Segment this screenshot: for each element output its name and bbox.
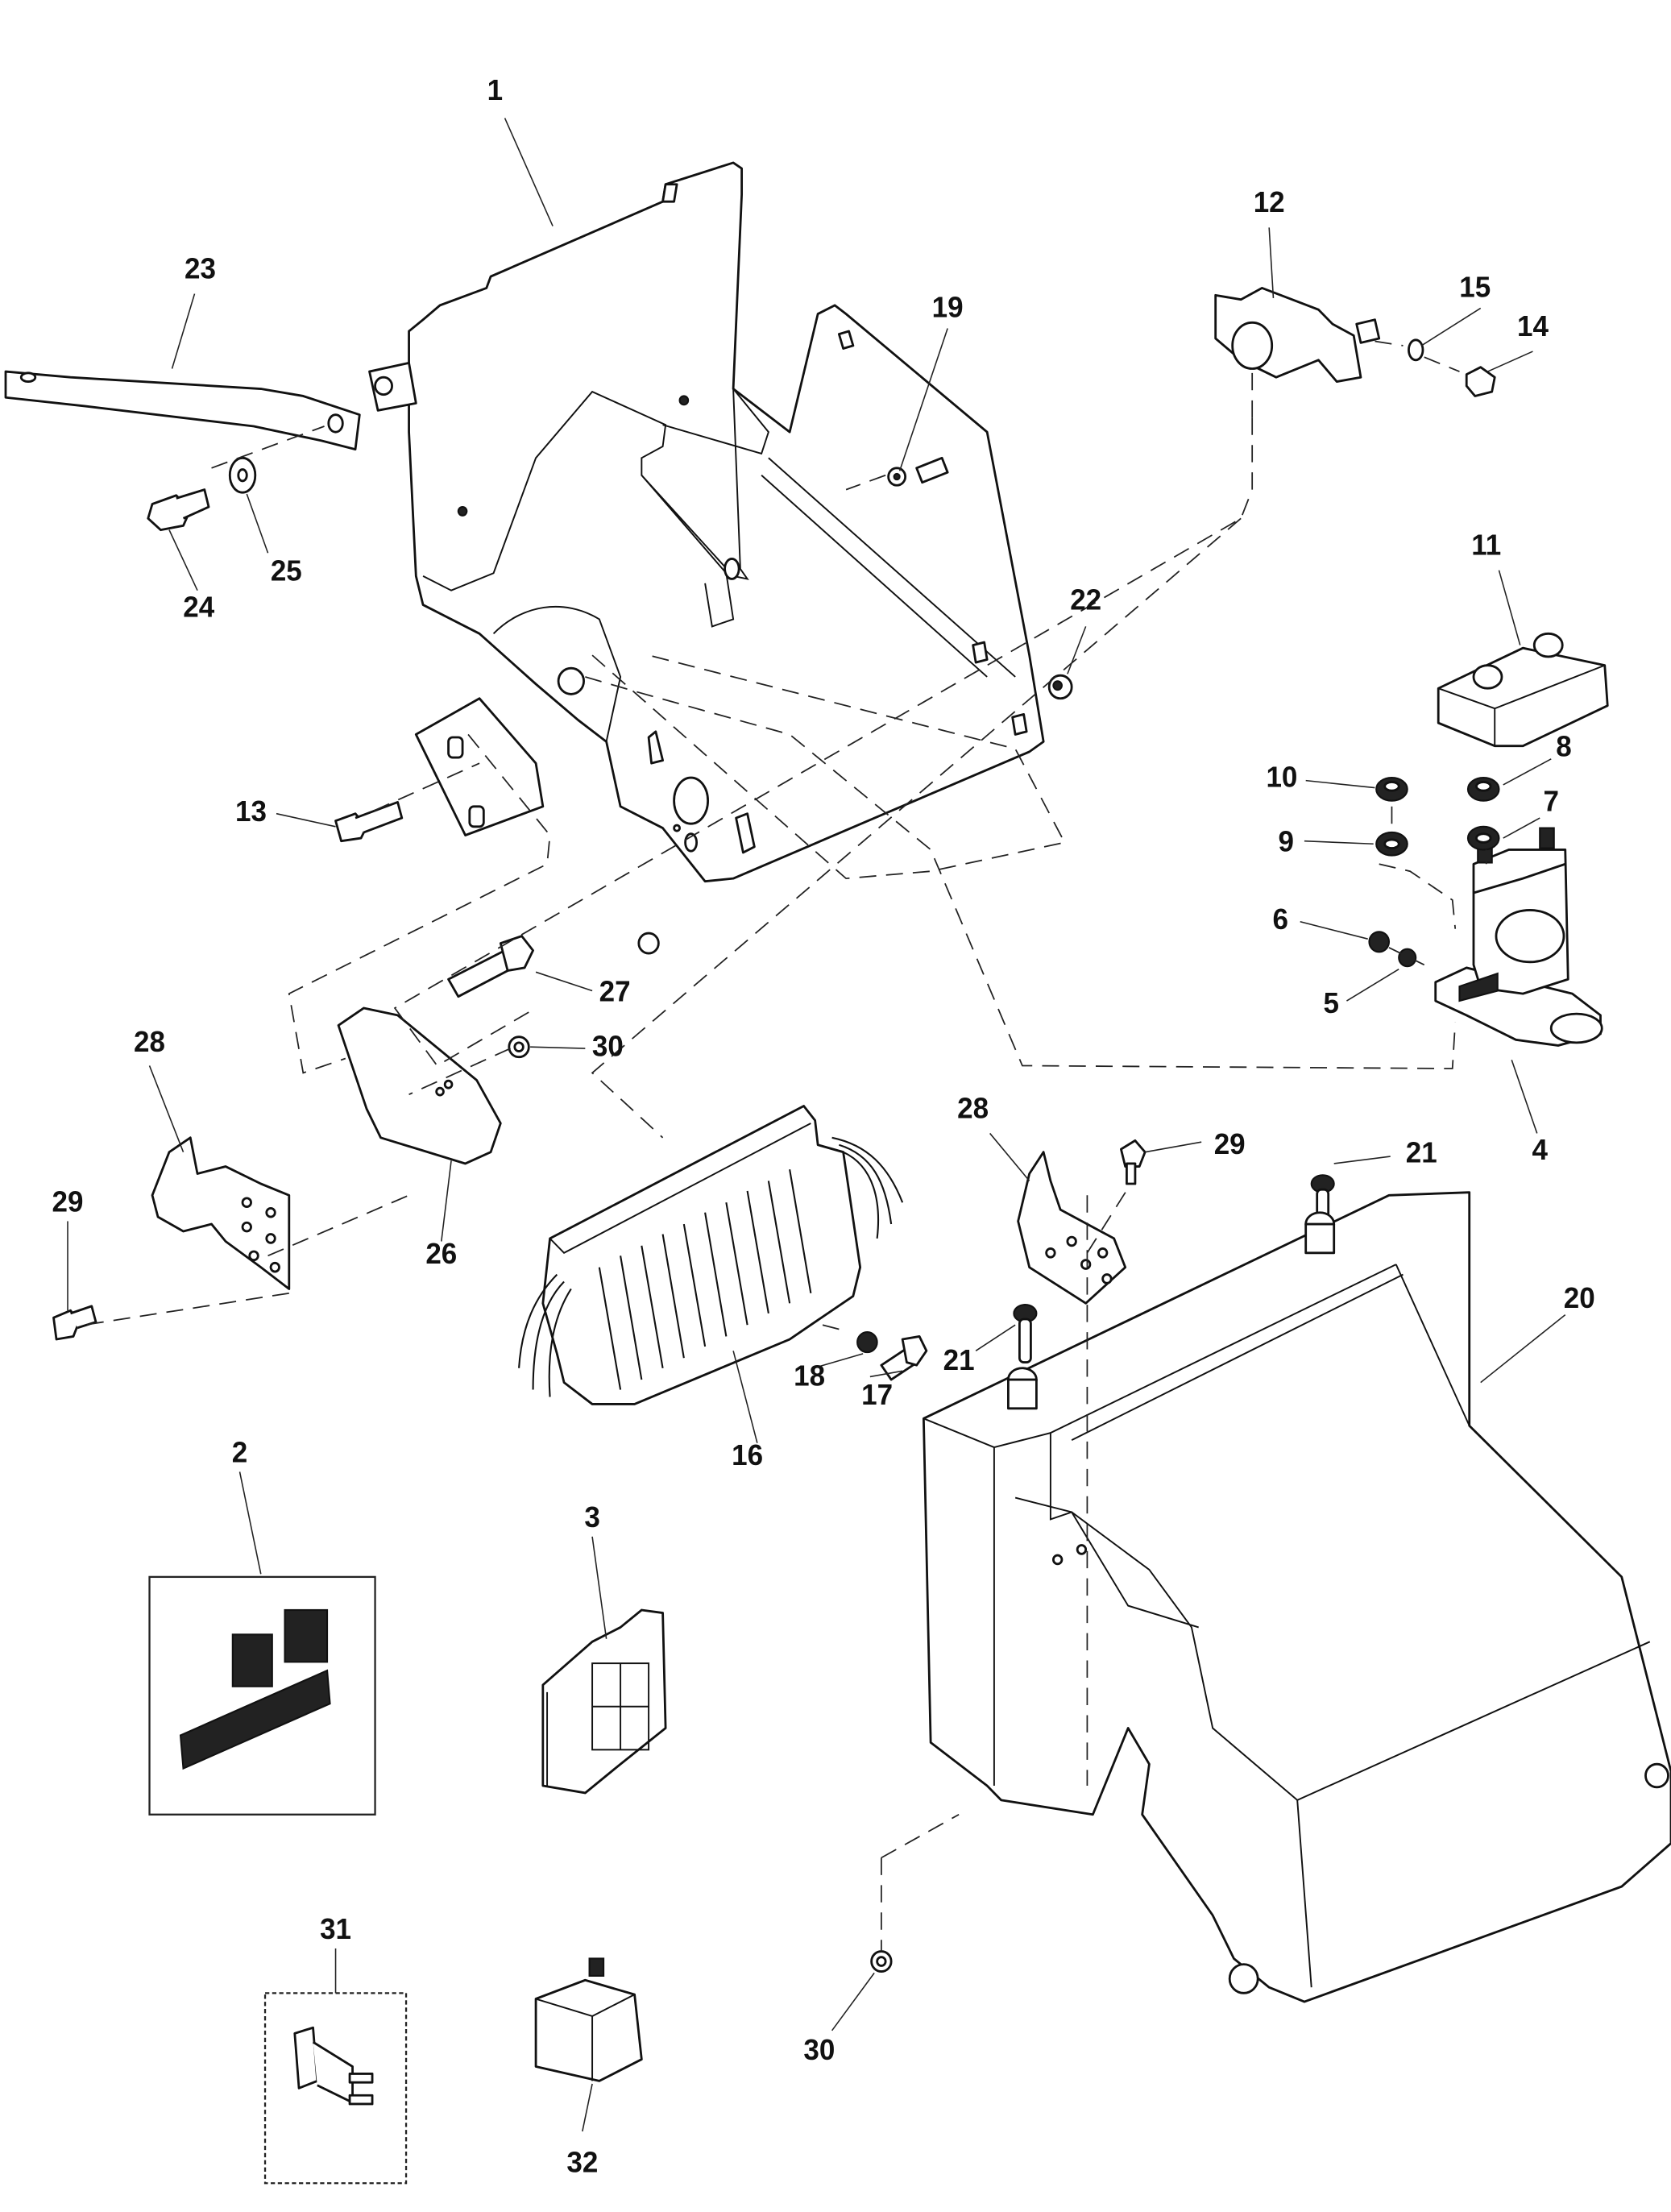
part-8-nut[interactable] [1466, 776, 1500, 802]
part-6-nut[interactable] [1368, 931, 1391, 953]
callout-18[interactable]: 18 [794, 1360, 825, 1392]
callout-9[interactable]: 9 [1278, 826, 1293, 857]
callout-8[interactable]: 8 [1556, 731, 1571, 762]
part-23-ground-strap[interactable] [4, 370, 361, 451]
part-2-decal-kit[interactable] [148, 1575, 376, 1816]
callout-30-upper[interactable]: 30 [592, 1031, 624, 1062]
callout-6[interactable]: 6 [1272, 904, 1287, 936]
callout-17[interactable]: 17 [861, 1380, 893, 1411]
callout-22[interactable]: 22 [1070, 584, 1101, 616]
part-5-lock-washer[interactable] [1398, 948, 1417, 968]
part-32-relay[interactable] [534, 1957, 643, 2082]
callout-3[interactable]: 3 [584, 1502, 599, 1533]
callout-27[interactable]: 27 [599, 976, 631, 1007]
part-22-nut[interactable] [1047, 674, 1073, 700]
callout-29-left[interactable]: 29 [52, 1186, 84, 1218]
part-27-bolt[interactable] [447, 935, 534, 998]
assembly-lines [84, 340, 1487, 1952]
part-29-screw-right[interactable] [1120, 1139, 1146, 1185]
callout-1[interactable]: 1 [487, 74, 503, 106]
callout-7[interactable]: 7 [1543, 786, 1558, 817]
callout-20[interactable]: 20 [1564, 1283, 1595, 1314]
callout-14[interactable]: 14 [1517, 311, 1549, 342]
callout-28-left[interactable]: 28 [134, 1027, 165, 1058]
part-26-mounting-plate[interactable] [337, 1006, 502, 1165]
part-13-bolt[interactable] [334, 800, 404, 843]
part-28-angle-bracket-left[interactable] [151, 1136, 291, 1290]
part-28-angle-bracket-right[interactable] [1017, 1151, 1127, 1305]
callout-11[interactable]: 11 [1471, 529, 1501, 561]
callout-31[interactable]: 31 [320, 1914, 351, 1945]
callout-labels: 1 2 3 4 5 6 7 8 9 10 11 12 13 14 15 16 1… [52, 74, 1595, 2178]
part-21-fastener-lower[interactable] [1013, 1304, 1038, 1364]
part-30-lock-nut-upper[interactable] [508, 1035, 530, 1059]
callout-21-upper[interactable]: 21 [1406, 1137, 1437, 1168]
callout-19[interactable]: 19 [932, 292, 964, 323]
part-1-battery-tray[interactable] [368, 161, 1045, 883]
part-19-nut[interactable] [887, 456, 949, 487]
part-25-washer[interactable] [228, 456, 257, 494]
part-20-cover[interactable] [922, 1191, 1671, 2003]
callout-13[interactable]: 13 [235, 796, 267, 828]
callout-21-lower[interactable]: 21 [943, 1345, 975, 1376]
callout-23[interactable]: 23 [185, 253, 216, 284]
part-31-fuse[interactable] [263, 1992, 408, 2185]
part-30-lock-nut-lower[interactable] [870, 1950, 893, 1973]
callout-2[interactable]: 2 [232, 1437, 247, 1468]
part-17-bolt[interactable] [880, 1335, 928, 1381]
part-12-switch[interactable] [1214, 286, 1381, 384]
callout-32[interactable]: 32 [566, 2147, 598, 2178]
part-10-nut[interactable] [1375, 776, 1408, 802]
part-4-solenoid[interactable] [1434, 827, 1603, 1047]
part-9-lock-washer[interactable] [1375, 831, 1408, 857]
part-16-voltage-regulator[interactable] [518, 1105, 904, 1405]
callout-30-lower[interactable]: 30 [803, 2035, 835, 2066]
callout-24[interactable]: 24 [183, 591, 214, 623]
part-11-terminal-cover[interactable] [1437, 632, 1609, 748]
callout-25[interactable]: 25 [271, 555, 302, 587]
part-24-bolt[interactable] [147, 488, 210, 532]
part-15-washer[interactable] [1408, 338, 1424, 362]
part-7-lock-washer[interactable] [1466, 825, 1500, 851]
callout-29-right[interactable]: 29 [1214, 1129, 1246, 1160]
part-29-screw-left[interactable] [52, 1305, 97, 1341]
callout-12[interactable]: 12 [1254, 187, 1285, 218]
part-3-connector-block[interactable] [541, 1608, 667, 1795]
callout-15[interactable]: 15 [1459, 272, 1491, 303]
callout-26[interactable]: 26 [425, 1238, 457, 1269]
callout-5[interactable]: 5 [1323, 988, 1338, 1019]
leader-lines [67, 118, 1566, 2132]
callout-28-right[interactable]: 28 [957, 1093, 989, 1124]
part-14-screw[interactable] [1465, 366, 1496, 397]
heatsink-fins [598, 1168, 812, 1390]
callout-10[interactable]: 10 [1266, 762, 1297, 793]
callout-16[interactable]: 16 [732, 1440, 763, 1471]
part-nut-bracket-bottom [637, 932, 660, 955]
callout-4[interactable]: 4 [1532, 1135, 1548, 1166]
part-18-washer[interactable] [856, 1331, 878, 1354]
